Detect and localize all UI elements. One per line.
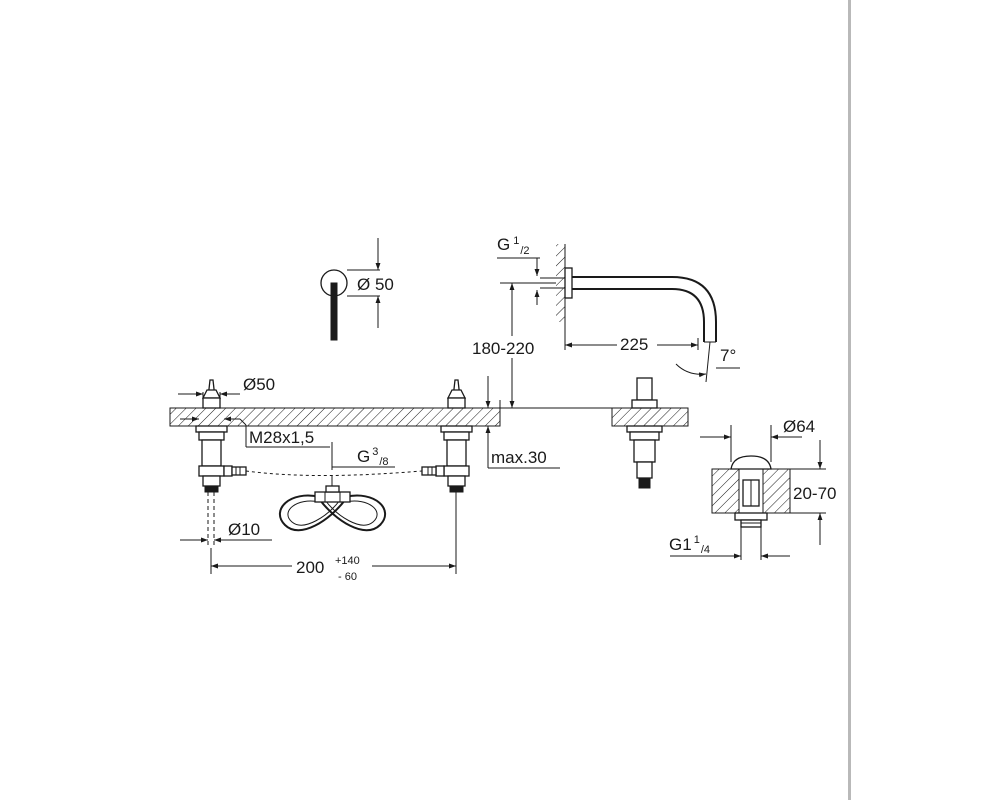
max-thickness-label: max.30 (491, 448, 547, 467)
scrollbar[interactable] (848, 0, 851, 800)
center-valve (421, 379, 473, 574)
centers-label: 200+140- 60 (296, 555, 360, 583)
max-thickness-dimension (485, 376, 560, 469)
countertop (169, 407, 689, 427)
spout-height-label: 180-220 (472, 339, 534, 358)
outlet-thread-dimension (497, 257, 540, 305)
connection-thread-dimension (331, 442, 395, 470)
handle-diameter-label: Ø 50 (357, 275, 394, 294)
left-valve (195, 379, 247, 574)
waste-range-dimension (790, 440, 826, 545)
valve-diameter-label: Ø50 (243, 375, 275, 394)
connection-hoses (245, 470, 423, 532)
valve-diameter-dimension (178, 391, 240, 398)
spout-projection-dimension (564, 322, 699, 350)
waste-assembly (711, 455, 791, 528)
spout-angle-dimension (675, 341, 740, 383)
waste-diameter-label: Ø64 (783, 417, 815, 436)
spout-projection-label: 225 (620, 335, 648, 354)
right-valve (626, 377, 663, 489)
pipe-diameter-label: Ø10 (228, 520, 260, 539)
valve-thread-dimension (180, 416, 330, 448)
wall-spout (500, 244, 717, 343)
valve-thread-label: M28x1,5 (249, 428, 314, 447)
waste-thread-dimension (670, 527, 790, 560)
wall-handle (320, 238, 381, 341)
spout-angle-label: 7° (720, 346, 736, 365)
waste-diameter-dimension (700, 425, 802, 462)
waste-range-label: 20-70 (793, 484, 836, 503)
